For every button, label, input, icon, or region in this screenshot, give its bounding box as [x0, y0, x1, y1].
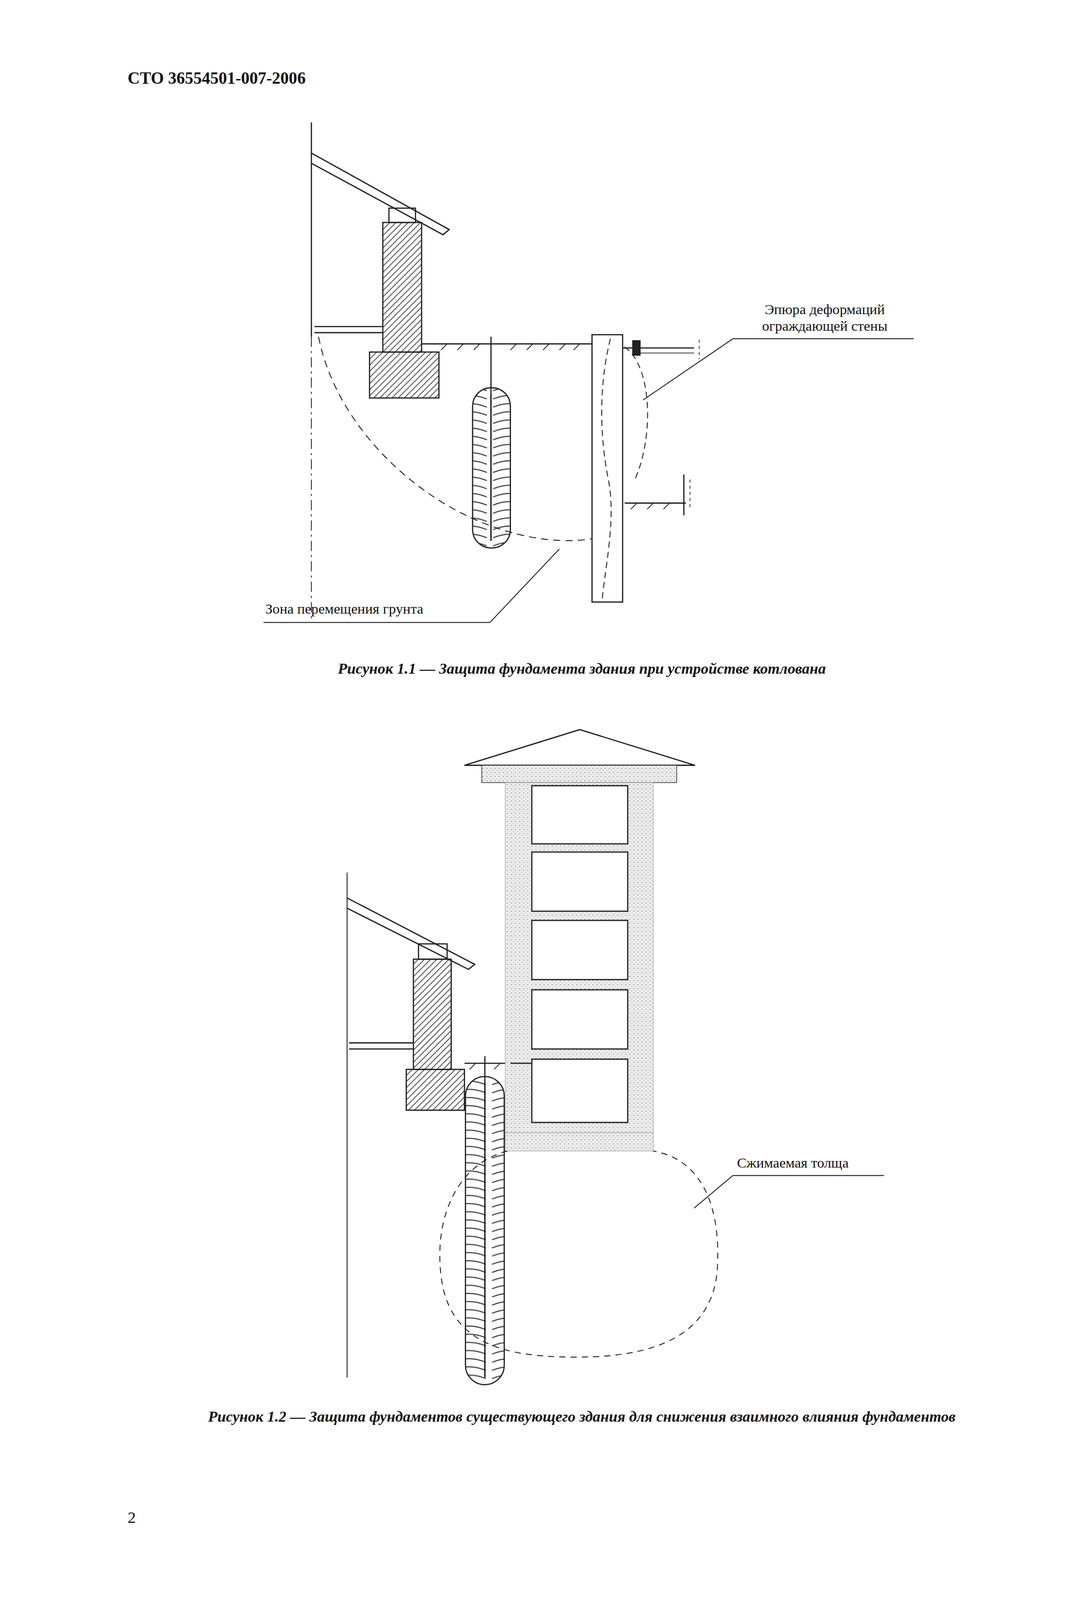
figure-1-1 [263, 122, 914, 623]
figure-1-2-part [465, 1076, 505, 1385]
figure-1-1-part [601, 338, 612, 600]
figure-1-2-part [531, 852, 628, 912]
figure-1-1-part [318, 336, 592, 541]
figure-1-1-part [591, 334, 623, 602]
figure-1-1-part [642, 338, 733, 400]
figure-1-1-part [624, 346, 648, 480]
figure-1-1-part [698, 339, 700, 360]
figure-1-2-part [418, 943, 448, 960]
page-header: СТО 36554501-007-2006 [127, 69, 394, 89]
figure-1-1-part [622, 347, 634, 349]
figure-1-2-part [349, 1048, 414, 1050]
figure-caption: Рисунок 1.1 — Защита фундамента здания п… [255, 660, 909, 678]
figure-1-1-part [314, 325, 384, 328]
figure-1-2-part [406, 1069, 465, 1110]
figure-1-1-part [310, 336, 312, 623]
figure-1-1-part [640, 352, 695, 354]
figure-1-1-part [624, 502, 686, 504]
figure-1-2-part [464, 729, 696, 766]
figure-1-2-part [531, 785, 628, 845]
figure-1-2-part [732, 1175, 884, 1177]
figure-1-2-part [505, 782, 654, 1140]
figure-caption: Рисунок 1.2 — Защита фундаментов существ… [173, 1408, 991, 1427]
figure-1-2-part [510, 1062, 532, 1065]
page-number: 2 [127, 1508, 159, 1528]
figure-1-2-part [531, 989, 628, 1049]
figure-1-1-part [440, 343, 580, 351]
figure-1-1-part [630, 502, 670, 510]
figure-1-1-part [369, 352, 440, 398]
figure-1-1-part [263, 622, 491, 624]
figure-1-2-part [505, 1132, 654, 1152]
figure-1-2-part [484, 1081, 486, 1378]
callout-label: Сжимаемая толща [737, 1155, 891, 1172]
callout-label: Зона перемещения грунта [265, 601, 491, 618]
figure-1-2-part [531, 920, 628, 980]
figure-1-1-part [314, 332, 384, 334]
figure-1-1-part [683, 474, 685, 516]
figure-1-1-part [388, 208, 416, 223]
figure-1-1-part [490, 392, 492, 541]
callout-label: Эпюра деформаций ограждающей стены [732, 302, 917, 335]
figure-1-1-part [689, 479, 691, 511]
figure-1-1-part [490, 336, 492, 394]
figure-1-1-part [382, 222, 422, 353]
figure-1-1-part [732, 338, 914, 340]
figure-1-2-part [694, 1175, 733, 1209]
figure-1-1-part [633, 340, 641, 355]
figure-1-1-part [310, 122, 313, 337]
figure-1-2-part [413, 959, 452, 1070]
figure-1-2-part [349, 1042, 414, 1044]
figure-1-1-part [472, 387, 511, 549]
figure-1-2-part [481, 765, 677, 784]
figure-1-1-part [640, 347, 695, 349]
figure-1-2-part [531, 1059, 628, 1123]
figure-1-2 [347, 729, 885, 1385]
figure-1-1-part [311, 153, 450, 236]
figure-1-2-part [346, 872, 348, 1378]
figure-1-2-part [440, 1151, 719, 1358]
figure-1-2-part [347, 898, 476, 970]
figure-1-2-part [464, 1062, 511, 1065]
figure-1-1-part [490, 548, 560, 623]
